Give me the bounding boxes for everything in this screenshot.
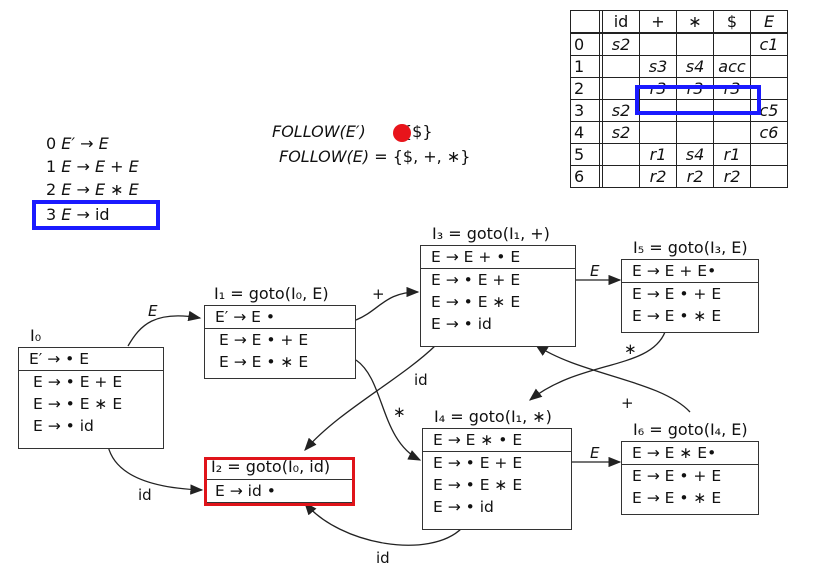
closure-item: E → E • + E: [219, 331, 309, 349]
state-i1: E′ → E • E → E • + E E → E • ∗ E: [204, 305, 356, 379]
edge-i0-i1: [127, 310, 202, 347]
closure-item: E → • E ∗ E: [433, 476, 523, 494]
reduce-row-highlight-box: [635, 85, 761, 115]
red-dot-marker: [393, 124, 411, 142]
state-label-i4: I₄ = goto(I₁, ∗): [434, 407, 552, 426]
grammar-rule-0: 0 E′ → E: [46, 134, 109, 153]
edge-label-i3-i5: E: [590, 262, 600, 280]
state-i3: E → E + • E E → • E + E E → • E ∗ E E → …: [420, 245, 576, 347]
edge-label-i1-i3: +: [372, 285, 385, 303]
closure-item: E → E • + E: [632, 285, 722, 303]
state-label-i5: I₅ = goto(I₃, E): [633, 238, 748, 257]
edge-label-i4-i6: E: [590, 444, 600, 462]
closure-item: E → • E + E: [433, 454, 523, 472]
state-label-i6: I₆ = goto(I₄, E): [633, 420, 748, 439]
state-label-i1: I₁ = goto(I₀, E): [214, 284, 329, 303]
grammar-rule-3: 3 E → id: [46, 205, 110, 224]
edge-i0-i2: [107, 445, 204, 495]
core-item: E′ → • E: [29, 350, 90, 368]
core-item: E → E ∗ • E: [433, 431, 523, 449]
core-item: E → id •: [215, 482, 276, 500]
parse-table-row: 0 s2 c1: [570, 32, 788, 56]
closure-item: E → E • ∗ E: [632, 307, 722, 325]
edge-i5-i4: [528, 331, 666, 401]
closure-item: E → E • ∗ E: [632, 489, 722, 507]
closure-item: E → • E + E: [33, 373, 123, 391]
state-i4: E → E ∗ • E E → • E + E E → • E ∗ E E → …: [422, 428, 572, 530]
closure-item: E → E • + E: [632, 467, 722, 485]
state-i5: E → E + E• E → E • + E E → E • ∗ E: [621, 259, 759, 333]
edge-i1-i4: [355, 359, 422, 461]
follow-e: FOLLOW(E) = {$, +, ∗}: [279, 147, 471, 166]
closure-item: E → • id: [33, 417, 94, 435]
state-i6: E → E ∗ E• E → E • + E E → E • ∗ E: [621, 441, 759, 515]
state-label-i0: I₀: [30, 326, 42, 345]
edge-i6-i3: [534, 344, 691, 413]
state-label-i3: I₃ = goto(I₁, +): [432, 224, 550, 243]
edge-label-i6-i3: +: [621, 394, 634, 412]
state-i0: E′ → • E E → • E + E E → • E ∗ E E → • i…: [18, 347, 164, 449]
grammar-rule-highlight-box: [32, 200, 160, 230]
edge-label-i0-i1: E: [148, 302, 158, 320]
state-i2: I₂ = goto(I₀, id) E → id •: [206, 457, 355, 505]
core-item: E → E + E•: [632, 262, 717, 280]
grammar-rule-2: 2 E → E ∗ E: [46, 180, 139, 199]
edge-i4-i2: [304, 502, 463, 546]
closure-item: E → • E ∗ E: [33, 395, 123, 413]
core-item: E → E + • E: [431, 248, 521, 266]
closure-item: E → • E + E: [431, 271, 521, 289]
state-label-i2: I₂ = goto(I₀, id): [211, 457, 331, 476]
edge-i3-i2: [304, 344, 437, 451]
closure-item: E → • id: [431, 315, 492, 333]
edge-label-i3-i2: id: [414, 371, 428, 389]
edge-i1-i3: [355, 286, 420, 321]
parse-table-row: 6 r2 r2 r2: [570, 165, 788, 188]
closure-item: E → E • ∗ E: [219, 353, 309, 371]
state-i2-highlight-box: [204, 457, 355, 506]
edge-label-i0-i2: id: [138, 486, 152, 504]
edge-label-i1-i4: ∗: [393, 403, 406, 421]
grammar-rule-1: 1 E → E + E: [46, 157, 139, 176]
closure-item: E → • id: [433, 498, 494, 516]
edge-label-i4-i2: id: [376, 549, 390, 567]
edge-label-i5-i4: ∗: [624, 340, 637, 358]
core-item: E′ → E •: [215, 308, 276, 326]
core-item: E → E ∗ E•: [632, 444, 717, 462]
parse-table-header: id + ∗ $ E: [570, 10, 788, 34]
parse-table-row: 1 s3 s4 acc: [570, 55, 788, 78]
parse-table: id + ∗ $ E 0 s2 c1 1 s3 s4 acc 2 r3 r3 r…: [570, 10, 788, 188]
parse-table-row: 5 r1 s4 r1: [570, 143, 788, 166]
closure-item: E → • E ∗ E: [431, 293, 521, 311]
